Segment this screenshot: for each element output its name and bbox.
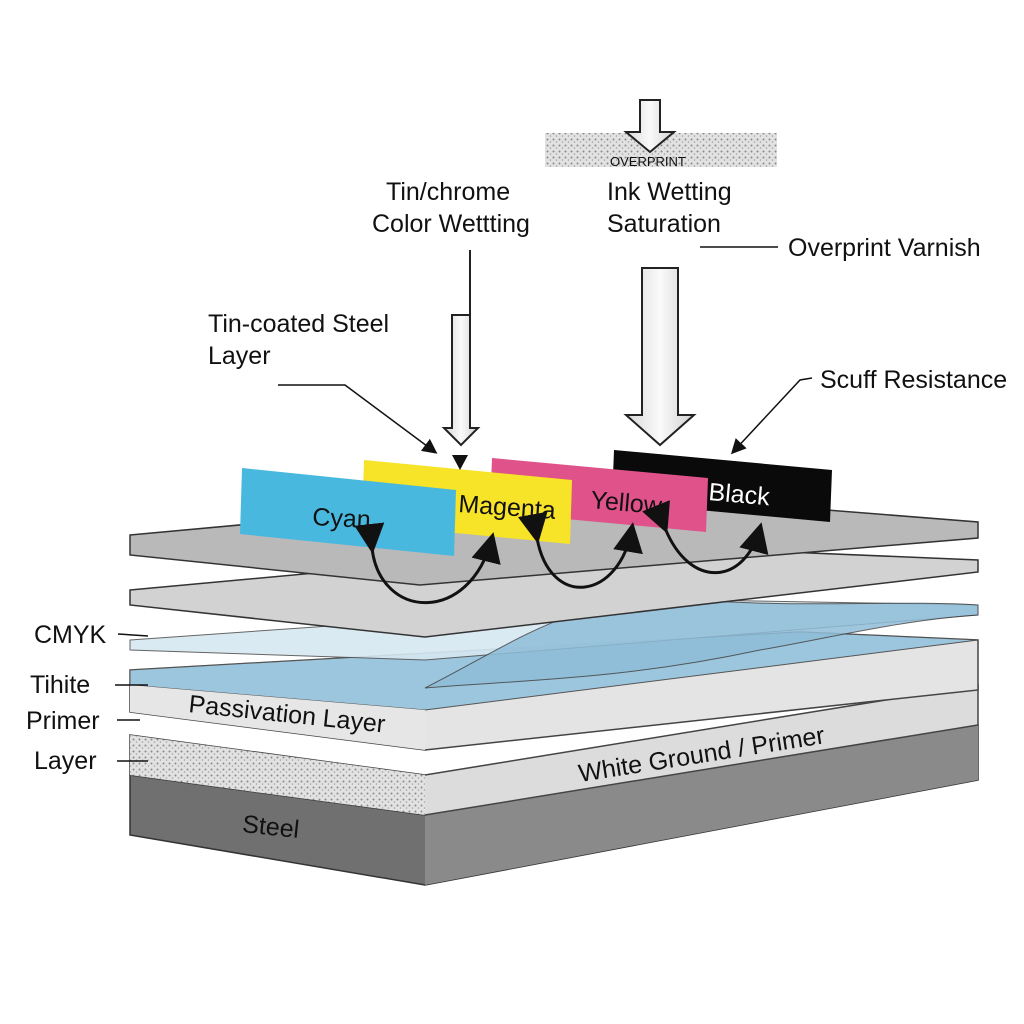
steel-layer: Steel <box>129 724 979 886</box>
svg-text:Layer: Layer <box>208 342 271 370</box>
label-tin-coated: Tin-coated Steel Layer <box>208 310 389 370</box>
svg-text:Color Wettting: Color Wettting <box>372 210 530 238</box>
svg-text:Tin/chrome: Tin/chrome <box>386 178 510 206</box>
label-cmyk: CMYK <box>34 621 107 649</box>
label-ink-wetting: Ink Wetting Saturation <box>607 178 732 238</box>
overprint-band-label: OVERPRINT <box>610 154 686 169</box>
svg-text:Ink Wetting: Ink Wetting <box>607 178 732 206</box>
wetting-arrows <box>354 500 769 605</box>
svg-text:Saturation: Saturation <box>607 210 721 238</box>
steel-label: Steel <box>241 810 301 844</box>
down-arrow-left <box>441 250 481 447</box>
passivation-layer: Passivation Layer <box>129 631 979 751</box>
pointer-triangle <box>452 455 468 470</box>
label-layer: Layer <box>34 747 97 775</box>
label-primer: Primer <box>26 707 100 735</box>
svg-text:Black: Black <box>707 478 771 511</box>
label-tihite: Tihite <box>30 671 90 699</box>
svg-text:Cyan: Cyan <box>312 503 372 534</box>
label-overprint-varnish: Overprint Varnish <box>788 234 981 262</box>
svg-text:Tin-coated Steel: Tin-coated Steel <box>208 310 389 338</box>
label-scuff: Scuff Resistance <box>820 366 1007 394</box>
down-arrow-right <box>623 267 697 447</box>
label-tin-chrome: Tin/chrome Color Wettting <box>372 178 530 238</box>
overprint-band: OVERPRINT <box>545 99 777 169</box>
